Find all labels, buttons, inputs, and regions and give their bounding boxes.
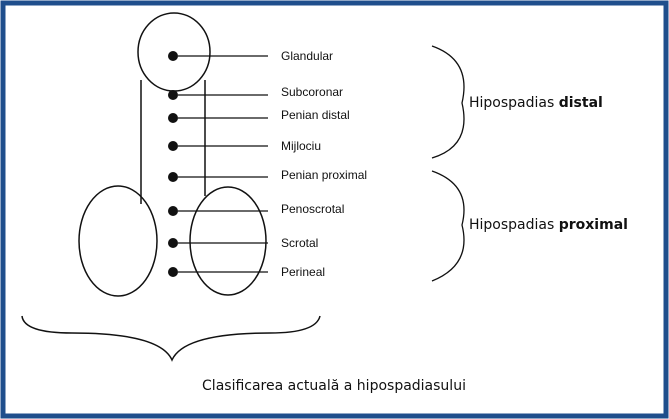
dot-perineal	[168, 267, 178, 277]
label-subcoronar: Subcoronar	[281, 85, 343, 99]
label-scrotal: Scrotal	[281, 236, 318, 250]
label-penian-proximal: Penian proximal	[281, 168, 367, 182]
group-proximal-bold: proximal	[559, 217, 628, 233]
label-penian-distal: Penian distal	[281, 108, 350, 122]
group-proximal-prefix: Hipospadias	[469, 217, 559, 233]
label-perineal: Perineal	[281, 265, 325, 279]
dot-glandular	[168, 51, 178, 61]
group-label-distal: Hipospadias distal	[469, 95, 603, 111]
dot-penian-proximal	[168, 172, 178, 182]
group-distal-bold: distal	[559, 95, 603, 111]
label-glandular: Glandular	[281, 49, 333, 63]
dot-penoscrotal	[168, 206, 178, 216]
group-label-proximal: Hipospadias proximal	[469, 217, 628, 233]
label-penoscrotal: Penoscrotal	[281, 202, 344, 216]
dot-subcoronar	[168, 90, 178, 100]
label-mijlociu: Mijlociu	[281, 139, 321, 153]
group-distal-prefix: Hipospadias	[469, 95, 559, 111]
dot-scrotal	[168, 238, 178, 248]
dot-penian-distal	[168, 113, 178, 123]
dot-mijlociu	[168, 141, 178, 151]
figure-caption: Clasificarea actuală a hipospadiasului	[202, 378, 466, 394]
